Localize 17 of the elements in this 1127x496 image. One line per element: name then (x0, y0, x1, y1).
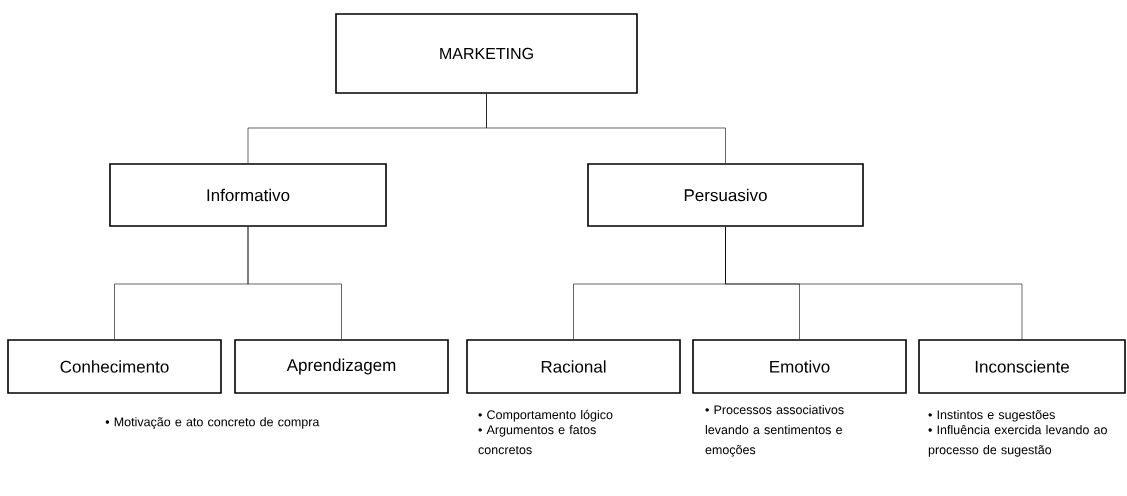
category-box: Persuasivo (587, 163, 864, 227)
connector-line (486, 93, 726, 164)
bullet-text: • Processos associativos levando a sentimentos e emoções (705, 405, 844, 457)
category-box: Informativo (109, 163, 387, 227)
connector-line (725, 226, 1023, 340)
category-box: Aprendizagem (234, 339, 449, 394)
bullet-text: • Argumentos e fatos concretos (478, 425, 596, 455)
bullet-text: • Influência exercida levando ao processo de sugestão (928, 425, 1107, 457)
category-box: MARKETING (335, 13, 638, 94)
bullet-text: • Instintos e sugestões (928, 409, 1055, 422)
bullet-text: • Motivação e ato concreto de compra (105, 417, 320, 429)
category-box: Emotivo (692, 339, 907, 394)
category-box: Racional (466, 339, 681, 394)
bullet-text: • Comportamento lógico (478, 409, 613, 422)
connector-line (247, 226, 342, 340)
category-box: Inconsciente (918, 339, 1126, 394)
category-box: Conhecimento (7, 339, 222, 394)
